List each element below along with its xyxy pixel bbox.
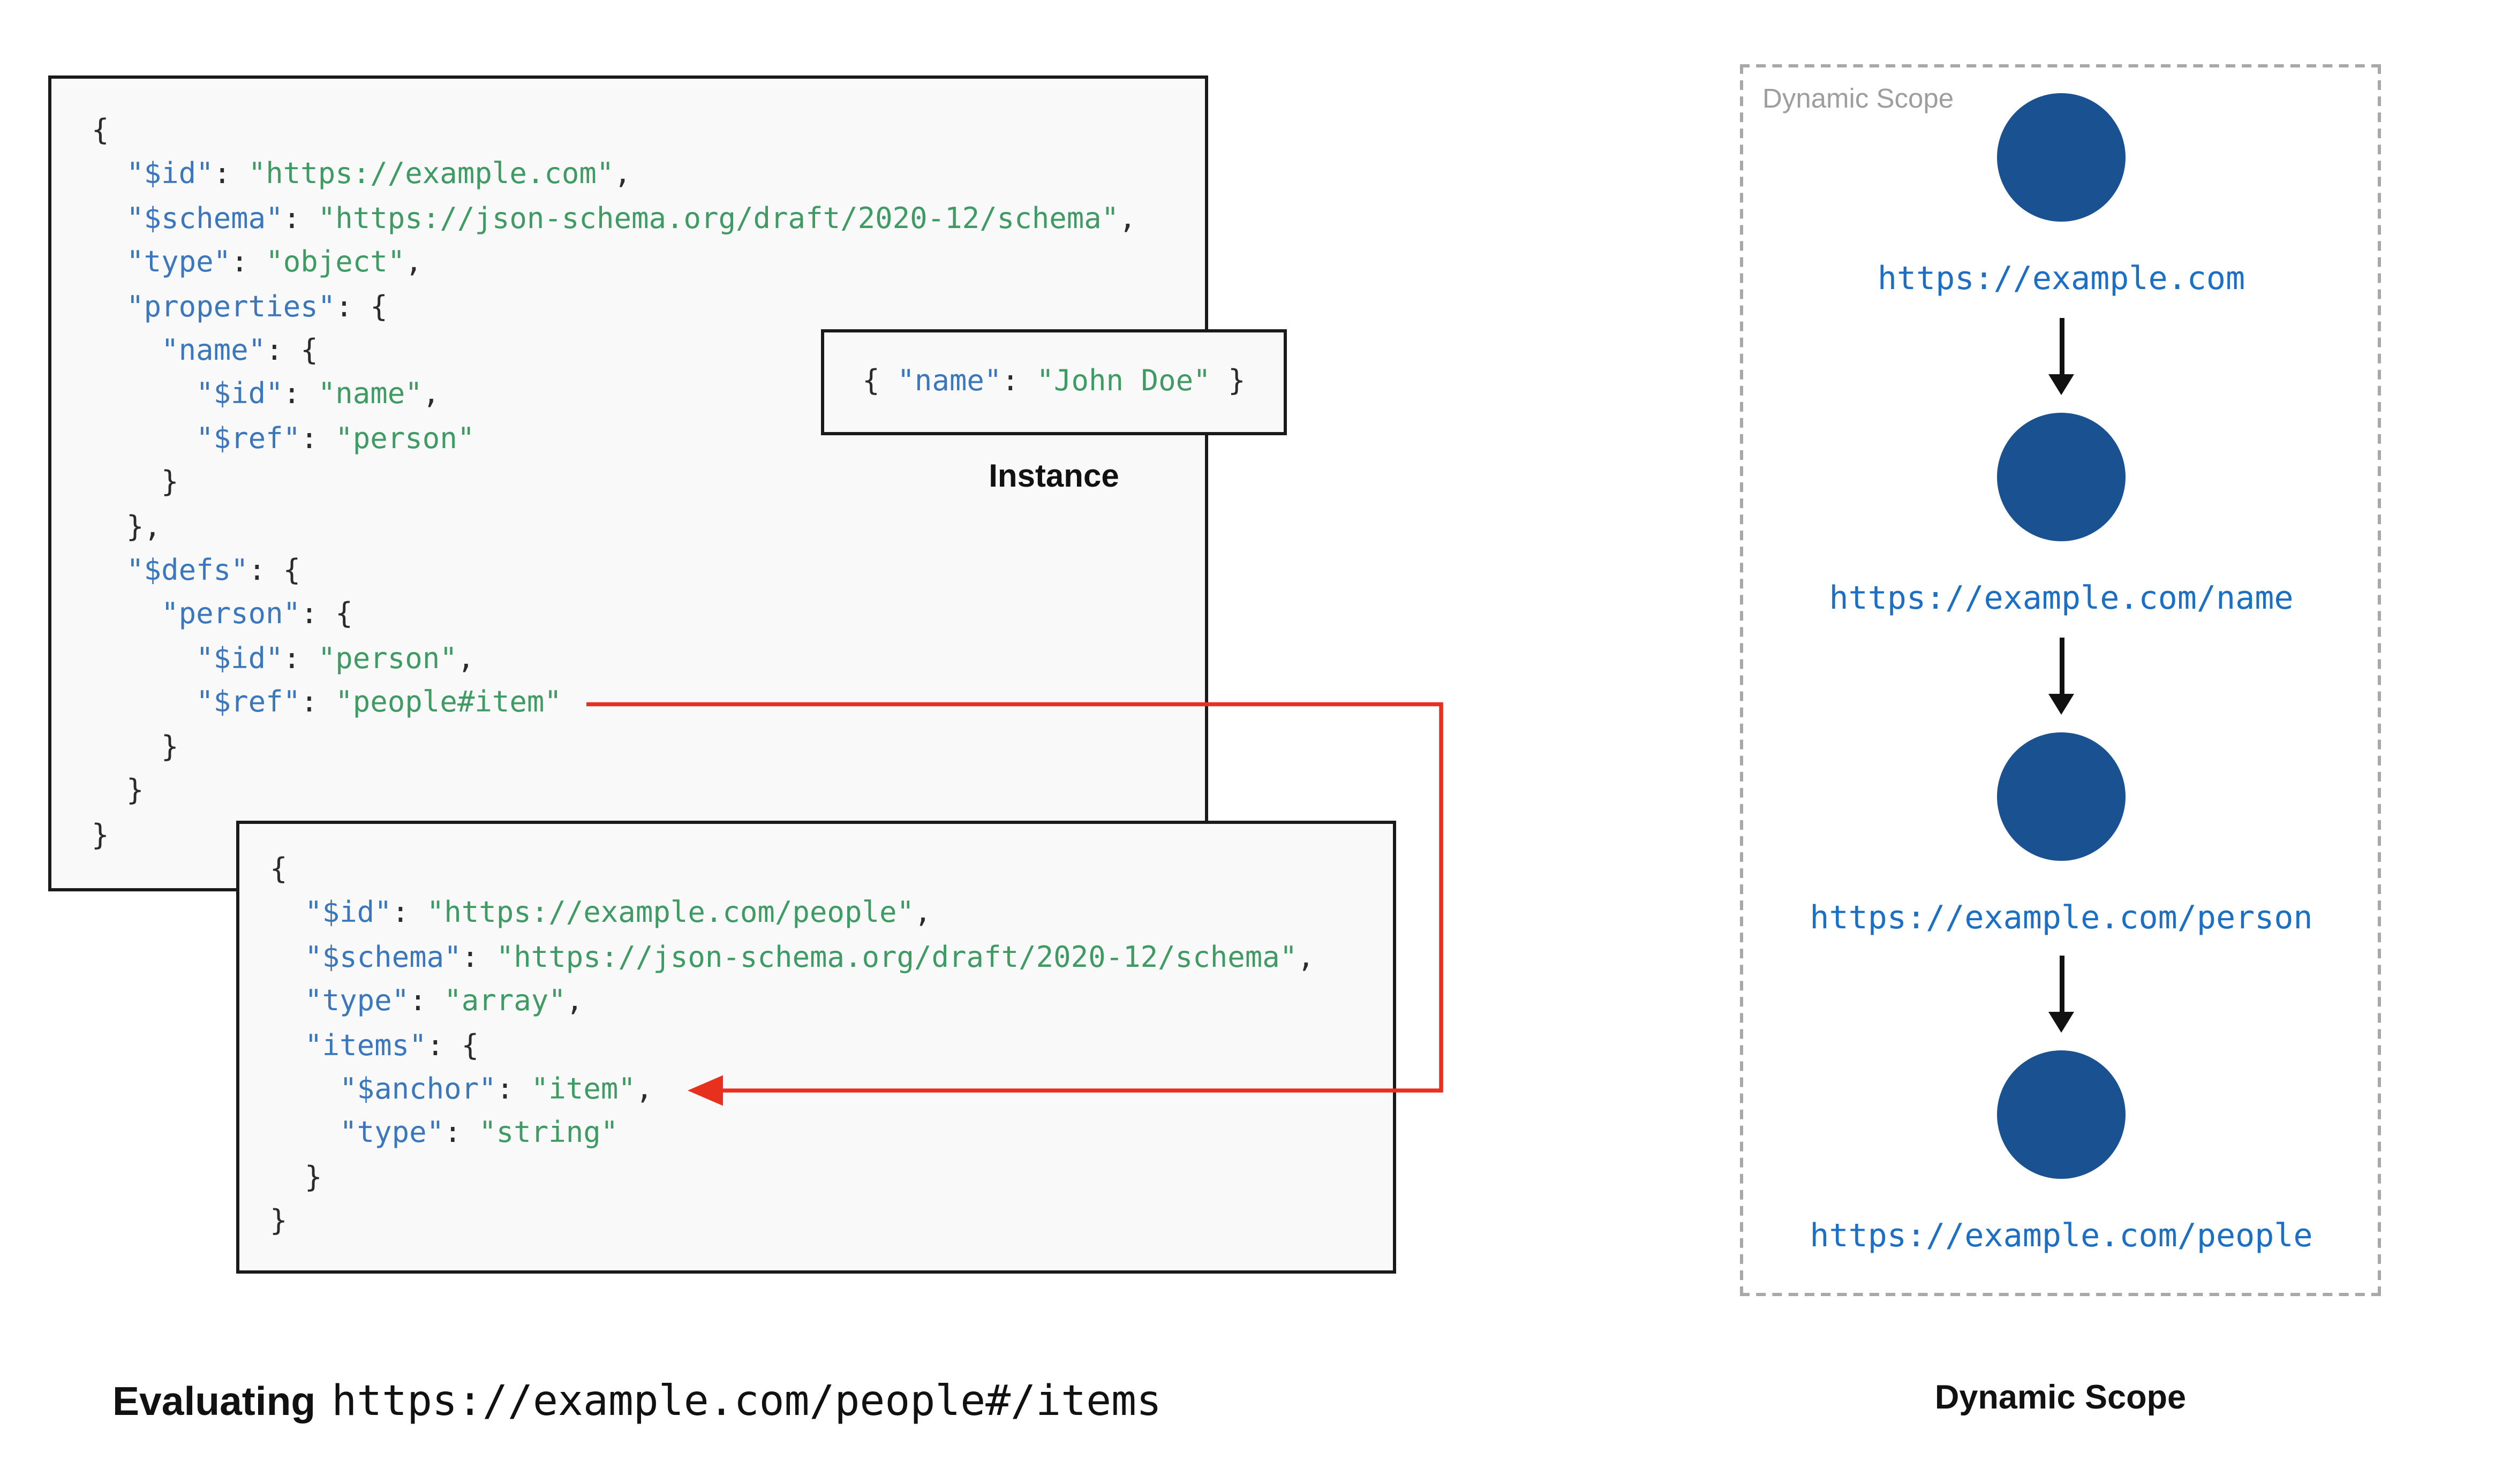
dynamic-scope-title: Dynamic Scope: [1934, 1380, 2187, 1417]
scope-node-circle: [1997, 93, 2126, 222]
scope-node-circle: [1997, 413, 2126, 541]
people-schema-box: { "$id": "https://example.com/people", "…: [236, 821, 1396, 1274]
scope-node-label: https://example.com: [1877, 259, 2245, 297]
dynamic-scope-box: [1740, 64, 2381, 1296]
dynamic-scope-inner-label: Dynamic Scope: [1762, 84, 1954, 114]
scope-node-circle: [1997, 732, 2126, 861]
scope-flow-arrow-icon: [2047, 638, 2074, 715]
instance-box: { "name": "John Doe" }: [821, 329, 1287, 435]
scope-node-circle: [1997, 1050, 2126, 1179]
people-schema-code: { "$id": "https://example.com/people", "…: [270, 853, 1315, 1239]
evaluating-caption: Evaluating https://example.com/people#/i…: [112, 1378, 1162, 1426]
instance-caption: Instance: [989, 459, 1119, 495]
scope-node-label: https://example.com/people: [1810, 1216, 2313, 1254]
scope-flow-arrow-icon: [2047, 318, 2074, 395]
root-schema-code: { "$id": "https://example.com", "$schema…: [92, 114, 1136, 852]
evaluating-prefix: Evaluating: [112, 1380, 316, 1425]
scope-node-label: https://example.com/person: [1810, 898, 2313, 936]
scope-flow-arrow-icon: [2047, 956, 2074, 1033]
instance-code: { "name": "John Doe" }: [862, 365, 1246, 399]
evaluating-uri: https://example.com/people#/items: [331, 1378, 1162, 1426]
scope-node-label: https://example.com/name: [1829, 578, 2294, 617]
